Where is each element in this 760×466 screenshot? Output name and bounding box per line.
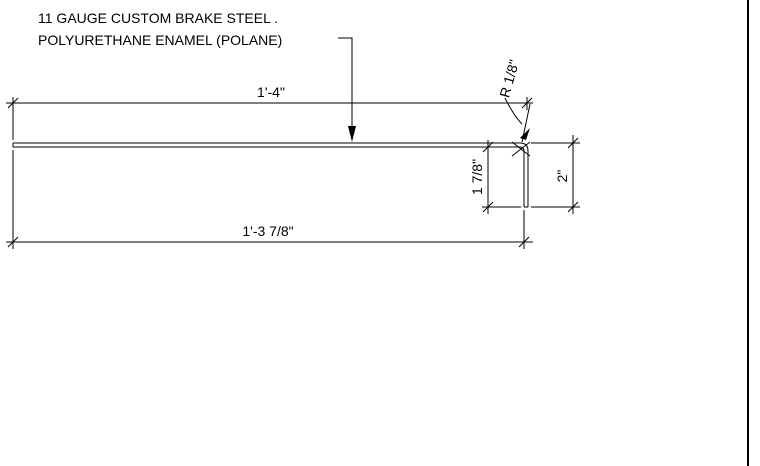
steel-profile [12,142,529,208]
dimension-bottom-length-label: 1'-3 7/8" [242,223,293,239]
dimension-top-length [6,97,533,140]
dimension-top-length-label: 1'-4" [257,84,285,100]
bend-radius-arrowhead [520,128,530,140]
material-note-line-1: 11 GAUGE CUSTOM BRAKE STEEL . [38,10,278,26]
dimension-bottom-length [6,150,533,249]
dimension-inner-leg-label: 1 7/8" [469,159,485,195]
bend-radius-label: R 1/8" [496,58,522,99]
note-leader [338,37,353,128]
dimension-outer-leg [531,135,580,214]
material-note-line-2: POLYURETHANE ENAMEL (POLANE) [38,32,282,48]
dimension-inner-leg [482,140,521,214]
note-leader-arrowhead [348,126,356,142]
dimension-outer-leg-label: 2" [554,170,570,183]
